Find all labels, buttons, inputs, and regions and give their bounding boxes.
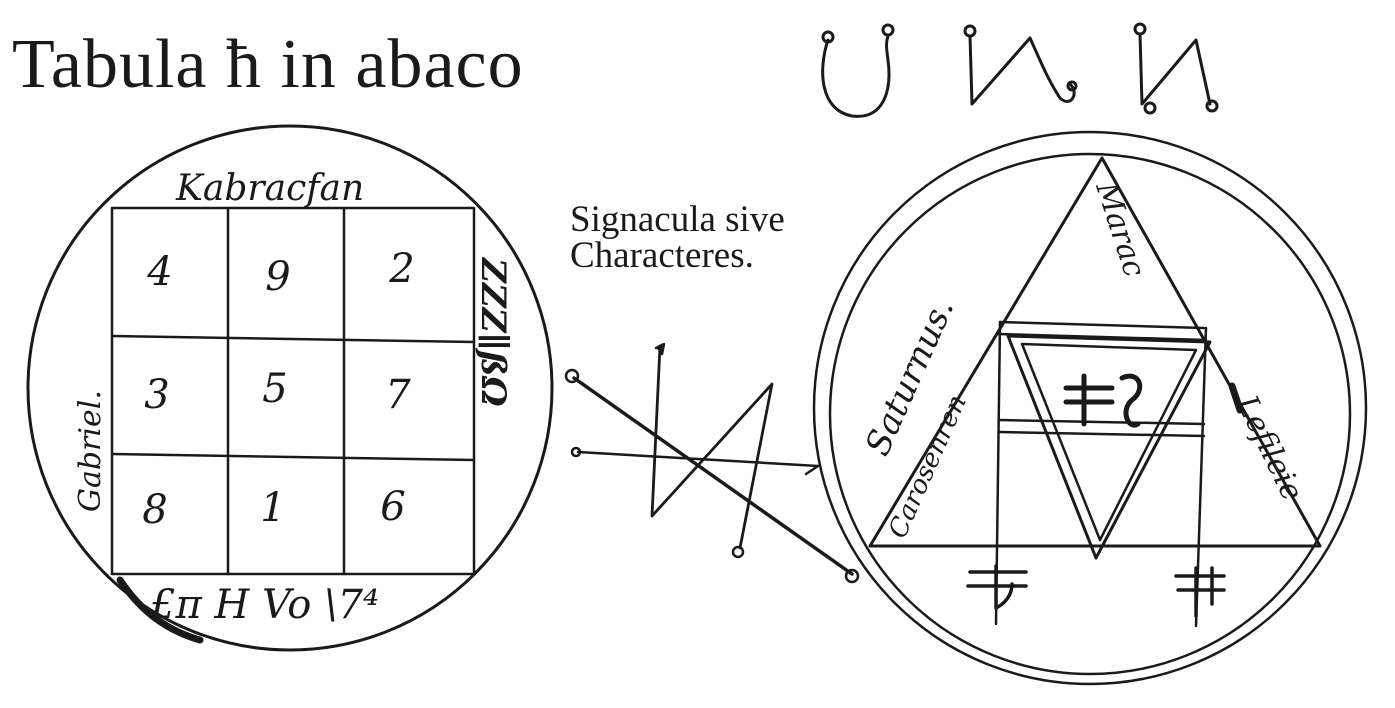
sigil-dot	[881, 23, 895, 37]
character-arrow	[654, 342, 666, 356]
saturn-character	[564, 342, 860, 584]
table-cell: 1	[260, 485, 285, 531]
seal-bar-top	[998, 320, 1206, 330]
character-dot	[570, 446, 582, 458]
sigil-dot	[1066, 80, 1078, 92]
seal-glyph	[1063, 373, 1143, 428]
seal-glyph	[966, 564, 1028, 610]
table-cell: 7	[385, 372, 411, 418]
subtitle-line-1: Signacula sive	[570, 199, 785, 240]
table-top-name: Kabracfan	[175, 168, 364, 209]
table-cell: 6	[380, 484, 405, 530]
table-cell: 2	[388, 246, 414, 292]
seal-inverted-triangle	[1006, 334, 1212, 560]
character-dot	[844, 568, 860, 584]
seal-right-name: Lefileie	[1228, 389, 1309, 506]
saturn-table-seal: 4 9 2 3 5 7 8 1 6 Kabracfan Gabriel. ZZZ…	[26, 124, 554, 652]
seal-inner-circle	[828, 152, 1352, 676]
character-zigzag	[650, 344, 774, 550]
subtitle: Signacula sive Characteres.	[570, 199, 830, 276]
sigil-dot	[1205, 99, 1219, 113]
character-stroke	[804, 464, 820, 476]
character-stroke	[572, 376, 854, 576]
page-title: Tabula ħ in abaco	[12, 26, 524, 103]
sigil-n-shape	[968, 34, 1076, 106]
character-dot	[564, 368, 580, 384]
sigil-horseshoe	[821, 34, 891, 118]
table-cells: 4 9 2 3 5 7 8 1 6	[142, 246, 414, 533]
sigil-n-shape	[1138, 32, 1212, 106]
seal-outer-circle	[812, 130, 1368, 686]
seal-inverted-triangle-inner	[1020, 342, 1198, 542]
seal-glyph	[1174, 566, 1226, 618]
table-cell: 3	[144, 372, 169, 418]
sigil-dot	[821, 30, 835, 44]
sigil-dot	[963, 24, 977, 38]
seal-bar-top	[996, 332, 1208, 342]
sigil-dot	[1133, 22, 1147, 36]
table-cell: 8	[142, 487, 167, 533]
table-bottom-glyphs: £π H Vo \7⁴	[149, 582, 379, 628]
table-outer-circle	[26, 124, 554, 652]
table-left-name: Gabriel.	[73, 390, 108, 512]
seal-bar-mid	[998, 418, 1206, 426]
table-cell: 4	[146, 249, 172, 295]
table-right-name: ZZZ∥ßΩ	[473, 256, 513, 407]
table-cell: 9	[265, 254, 290, 300]
sigil-dot	[1143, 101, 1157, 115]
subtitle-line-2: Characteres.	[570, 235, 754, 276]
saturn-seal	[812, 130, 1368, 686]
character-dot	[731, 545, 745, 559]
circle-shadow	[116, 576, 204, 644]
character-stroke	[576, 450, 820, 468]
seal-bar-mid	[998, 430, 1206, 438]
table-grid	[110, 206, 476, 576]
table-cell: 5	[262, 366, 287, 412]
seal-large-triangle	[868, 156, 1322, 548]
seal-labels: Marac Saturnus. Carosenren Lefileie	[858, 177, 1310, 543]
top-sigils	[821, 22, 1219, 118]
seal-shadow	[1228, 382, 1244, 414]
